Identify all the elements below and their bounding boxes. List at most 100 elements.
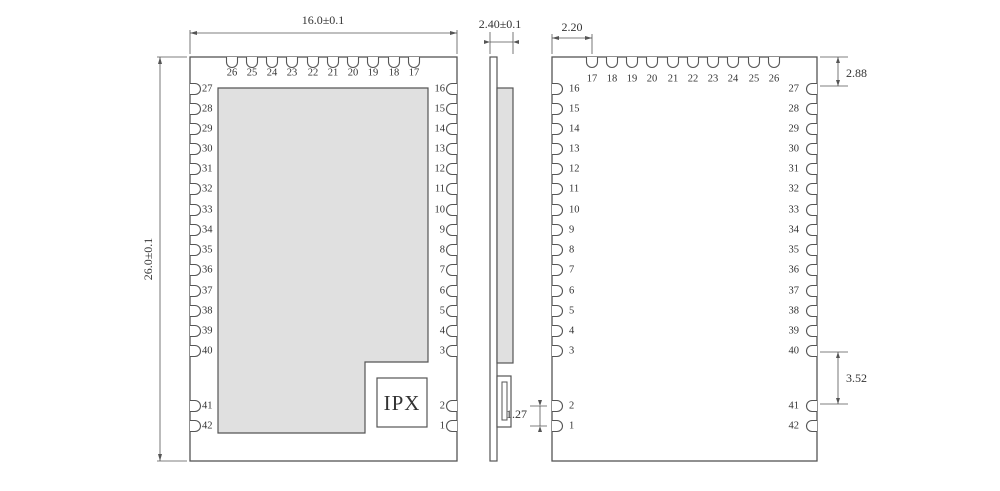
pin-label-14: 14	[435, 124, 446, 135]
dim-pin-pitch-label: 1.27	[506, 407, 527, 421]
pin-label-8: 8	[569, 245, 574, 256]
pin-label-18: 18	[607, 74, 618, 85]
pin-label-36: 36	[202, 265, 213, 276]
pin-label-4: 4	[569, 326, 575, 337]
pin-label-6: 6	[440, 286, 445, 297]
pin-label-30: 30	[789, 144, 800, 155]
pad-front-right-10	[446, 203, 457, 217]
pin-label-4: 4	[440, 326, 446, 337]
pin-label-12: 12	[569, 164, 580, 175]
pin-label-13: 13	[435, 144, 446, 155]
rf-shield-can	[217, 87, 429, 434]
pin-label-25: 25	[247, 68, 258, 79]
pad-back-right-41	[806, 399, 817, 413]
pin-label-7: 7	[440, 265, 445, 276]
pin-label-8: 8	[440, 245, 445, 256]
pin-label-41: 41	[789, 401, 800, 412]
dim-width-label: 16.0±0.1	[302, 13, 345, 27]
pin-label-37: 37	[789, 286, 800, 297]
pad-front-left-30	[190, 142, 201, 156]
pin-label-18: 18	[389, 68, 400, 79]
pad-back-right-36	[806, 263, 817, 277]
dim-pad-gap-label: 3.52	[846, 371, 867, 385]
pad-front-left-41	[190, 399, 201, 413]
side-ipx-inner	[501, 381, 508, 421]
pad-back-top-23	[706, 57, 720, 68]
pin-label-38: 38	[789, 306, 800, 317]
pin-label-31: 31	[789, 164, 800, 175]
pin-label-35: 35	[789, 245, 800, 256]
pad-front-top-19	[366, 57, 380, 68]
pin-label-38: 38	[202, 306, 213, 317]
pad-back-right-35	[806, 243, 817, 257]
pin-label-12: 12	[435, 164, 446, 175]
pin-label-34: 34	[789, 225, 800, 236]
pin-label-19: 19	[368, 68, 379, 79]
dimension-arrows	[158, 31, 840, 461]
pin-label-24: 24	[728, 74, 739, 85]
pad-front-left-32	[190, 182, 201, 196]
pin-label-24: 24	[267, 68, 278, 79]
pin-label-39: 39	[202, 326, 213, 337]
pin-label-30: 30	[202, 144, 213, 155]
pin-label-5: 5	[440, 306, 445, 317]
pad-front-right-5	[446, 304, 457, 318]
pad-front-right-6	[446, 284, 457, 298]
pin-label-11: 11	[435, 184, 445, 195]
pin-label-25: 25	[749, 74, 760, 85]
pin-label-32: 32	[202, 184, 213, 195]
pin-label-26: 26	[227, 68, 238, 79]
pin-label-42: 42	[789, 421, 800, 432]
pad-back-left-1	[552, 419, 563, 433]
pin-label-16: 16	[569, 84, 580, 95]
pin-label-2: 2	[440, 401, 445, 412]
pin-label-20: 20	[348, 68, 359, 79]
pin-label-1: 1	[569, 421, 574, 432]
pin-label-17: 17	[409, 68, 420, 79]
pin-label-15: 15	[569, 104, 580, 115]
pin-label-9: 9	[569, 225, 574, 236]
ipx-connector-box	[376, 377, 428, 428]
pad-back-right-37	[806, 284, 817, 298]
pad-front-left-35	[190, 243, 201, 257]
pad-front-right-13	[446, 142, 457, 156]
pin-label-34: 34	[202, 225, 213, 236]
pin-label-6: 6	[569, 286, 574, 297]
pad-back-left-15	[552, 102, 563, 116]
ipx-label: IPX	[384, 391, 421, 415]
pad-back-left-16	[552, 82, 563, 96]
pin-label-10: 10	[569, 205, 580, 216]
pin-label-22: 22	[308, 68, 319, 79]
pin-label-41: 41	[202, 401, 213, 412]
pad-back-top-17	[585, 57, 599, 68]
pin-label-29: 29	[789, 124, 800, 135]
pad-front-top-21	[326, 57, 340, 68]
pad-back-right-27	[806, 82, 817, 96]
pin-label-3: 3	[569, 346, 574, 357]
ipx-connector: IPX	[376, 377, 428, 428]
side-pcb	[489, 56, 498, 462]
pad-back-left-7	[552, 263, 563, 277]
pin-label-5: 5	[569, 306, 574, 317]
pad-front-left-39	[190, 324, 201, 338]
pin-label-40: 40	[202, 346, 213, 357]
front-pads	[190, 57, 457, 433]
pad-front-right-8	[446, 243, 457, 257]
pad-back-left-4	[552, 324, 563, 338]
pad-front-top-23	[285, 57, 299, 68]
pad-front-top-20	[346, 57, 360, 68]
pad-front-left-40	[190, 344, 201, 358]
side-view	[489, 56, 514, 462]
pad-back-right-28	[806, 102, 817, 116]
pad-back-right-38	[806, 304, 817, 318]
pad-front-top-24	[265, 57, 279, 68]
pad-back-right-33	[806, 203, 817, 217]
side-shield-can	[496, 87, 514, 364]
pad-back-top-25	[747, 57, 761, 68]
pad-front-right-15	[446, 102, 457, 116]
pad-front-left-27	[190, 82, 201, 96]
